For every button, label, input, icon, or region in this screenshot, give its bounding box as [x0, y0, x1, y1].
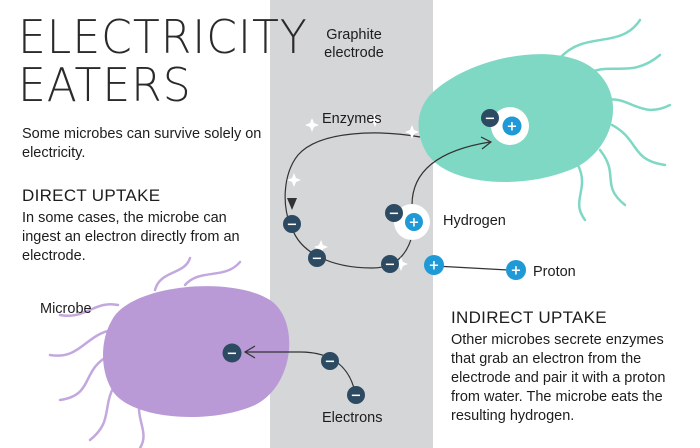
- loop-arrowhead: [287, 198, 297, 210]
- svg-text:+: +: [429, 259, 440, 274]
- electron-2: −: [347, 386, 365, 404]
- hydrogen-in-microbe: + −: [481, 107, 529, 145]
- svg-text:−: −: [385, 258, 396, 273]
- hydrogen-label: Hydrogen: [443, 213, 506, 229]
- electrons-label: Electrons: [322, 410, 383, 426]
- svg-text:+: +: [409, 216, 420, 231]
- hydrogen-atom: + −: [385, 204, 430, 240]
- graphite-electrode-label: Graphite electrode: [324, 27, 384, 61]
- proton-line: [434, 265, 509, 271]
- direct-uptake-text: In some cases, the microbe can ingest an…: [22, 210, 240, 264]
- proton-label: Proton: [533, 264, 576, 280]
- svg-text:−: −: [325, 355, 336, 370]
- intro-text: Some microbes can survive solely on elec…: [22, 126, 262, 161]
- enzyme-cycle-arrow: [284, 132, 421, 269]
- indirect-uptake-heading: INDIRECT UPTAKE: [451, 308, 607, 327]
- title-line-2: EATERS: [18, 59, 192, 113]
- direct-uptake-heading: DIRECT UPTAKE: [22, 186, 161, 205]
- svg-text:−: −: [351, 389, 362, 404]
- enzymes-label: Enzymes: [322, 111, 382, 127]
- page-title: ELECTRICITY EATERS: [18, 10, 308, 113]
- svg-text:−: −: [287, 218, 298, 233]
- electron-in-microbe: −: [222, 343, 242, 363]
- microbe-label: Microbe: [40, 301, 92, 317]
- svg-text:−: −: [312, 252, 323, 267]
- indirect-uptake-text: Other microbes secrete enzymes that grab…: [451, 332, 666, 424]
- svg-text:−: −: [485, 112, 496, 127]
- svg-text:+: +: [511, 264, 522, 279]
- purple-microbe-body: [103, 286, 290, 417]
- loop-electron-1: −: [283, 215, 301, 233]
- enzyme-icons: [287, 113, 419, 271]
- svg-text:+: +: [507, 120, 518, 135]
- loop-electron-3: −: [381, 255, 399, 273]
- proton-icon: +: [506, 260, 526, 280]
- svg-text:−: −: [227, 347, 238, 362]
- proton-near-electrode: +: [424, 255, 444, 275]
- svg-text:−: −: [389, 207, 400, 222]
- loop-electron-2: −: [308, 249, 326, 267]
- title-line-1: ELECTRICITY: [18, 10, 308, 65]
- hydrogen-uptake-arrow: [411, 141, 491, 206]
- electron-1: −: [321, 352, 339, 370]
